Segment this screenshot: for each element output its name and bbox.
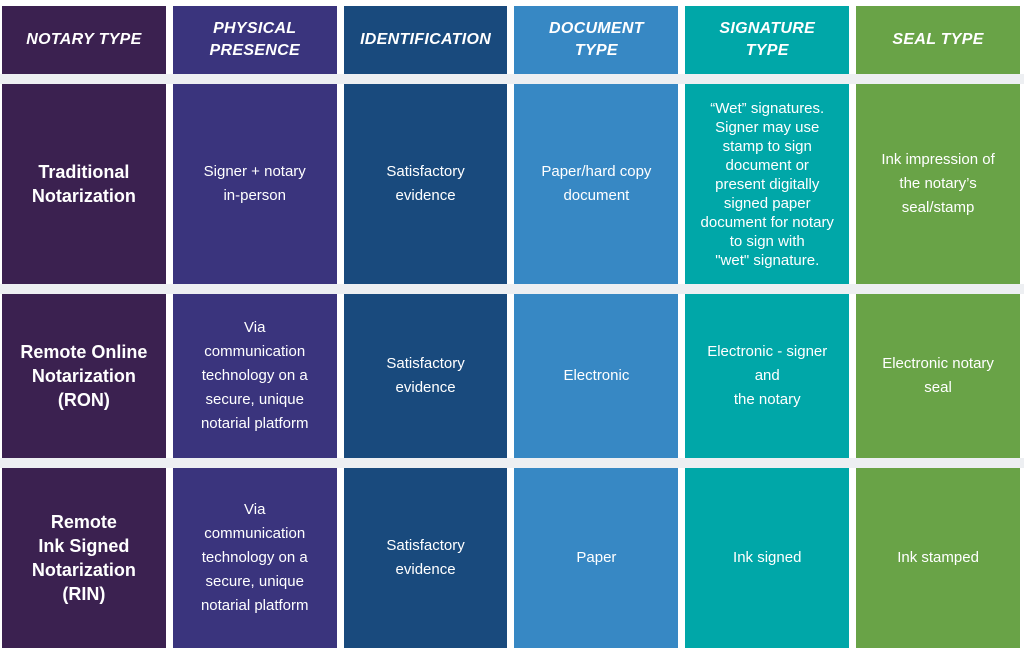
column-header-notary-type: NOTARY TYPE	[2, 6, 166, 74]
column-header-physical-presence: PHYSICAL PRESENCE	[172, 6, 337, 74]
row-separator	[0, 284, 1024, 294]
table-cell: “Wet” signatures. Signer may use stamp t…	[685, 84, 850, 284]
table-cell: Via communication technology on a secure…	[172, 294, 337, 458]
table-cell: Signer + notary in-person	[172, 84, 337, 284]
column-header-identification: IDENTIFICATION	[343, 6, 508, 74]
row-label-remote-ink-signed-notarization: Remote Ink Signed Notarization (RIN)	[2, 468, 166, 648]
column-header-signature-type: SIGNATURE TYPE	[685, 6, 850, 74]
column-header-document-type: DOCUMENT TYPE	[514, 6, 679, 74]
row-label-traditional-notarization: Traditional Notarization	[2, 84, 166, 284]
table-cell: Paper/hard copy document	[514, 84, 679, 284]
table-row: Remote Ink Signed Notarization (RIN) Via…	[0, 468, 1024, 648]
header-row: NOTARY TYPE PHYSICAL PRESENCE IDENTIFICA…	[0, 6, 1024, 74]
table-cell: Paper	[514, 468, 679, 648]
table-cell: Electronic - signer and the notary	[685, 294, 850, 458]
table-cell: Satisfactory evidence	[343, 294, 508, 458]
table-cell: Ink stamped	[856, 468, 1020, 648]
column-header-seal-type: SEAL TYPE	[856, 6, 1020, 74]
row-label-remote-online-notarization: Remote Online Notarization (RON)	[2, 294, 166, 458]
table-cell: Electronic	[514, 294, 679, 458]
row-separator	[0, 458, 1024, 468]
table-cell: Satisfactory evidence	[343, 84, 508, 284]
table-row: Traditional Notarization Signer + notary…	[0, 84, 1024, 284]
table-cell: Ink impression of the notary’s seal/stam…	[856, 84, 1020, 284]
table-cell: Via communication technology on a secure…	[172, 468, 337, 648]
table-row: Remote Online Notarization (RON) Via com…	[0, 294, 1024, 458]
row-separator	[0, 74, 1024, 84]
table-cell: Electronic notary seal	[856, 294, 1020, 458]
table-cell: Satisfactory evidence	[343, 468, 508, 648]
table-cell: Ink signed	[685, 468, 850, 648]
